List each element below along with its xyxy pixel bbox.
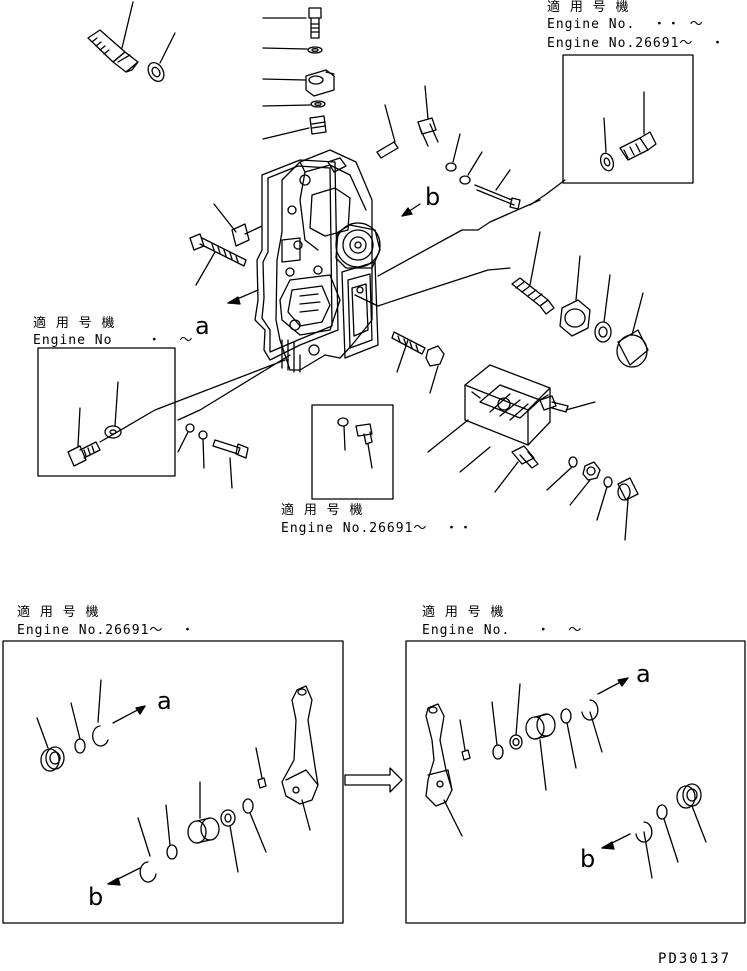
small-nut-center <box>425 345 445 394</box>
bl-arrow-b-head <box>107 877 121 886</box>
arrow-b-main <box>401 207 413 217</box>
note-top-right-title: 適 用 号 機 <box>547 0 630 15</box>
note-bottom-right-title: 適 用 号 機 <box>422 605 505 620</box>
bl-plug <box>36 717 65 772</box>
cap-right <box>616 292 649 368</box>
bl-lever <box>281 685 319 831</box>
br-bushing <box>525 713 556 791</box>
drawing-id: PD30137 <box>658 951 732 967</box>
sensor-gasket <box>147 32 176 82</box>
br-ring <box>560 708 577 769</box>
note-left-engine: Engine No ・ ～ <box>33 333 194 348</box>
washer-below-2 <box>198 430 208 469</box>
bolt-below <box>212 439 249 489</box>
nut-right <box>559 255 591 337</box>
br-ring-2 <box>656 804 679 863</box>
round-flange <box>335 222 381 269</box>
note-bottom-left-title: 適 用 号 機 <box>17 605 100 620</box>
note-top-right-engine: Engine No. ・・ ～ <box>547 17 704 32</box>
spring-plug <box>511 231 555 315</box>
view-label-b-main: b <box>425 183 441 211</box>
dowel-pin <box>376 104 399 159</box>
bl-washer <box>242 798 267 853</box>
note-center-bottom-engine: Engine No.26691～ ・・ <box>281 521 474 536</box>
leader-line-right <box>529 179 566 206</box>
bl-bushing <box>187 781 220 844</box>
inset-center-bolt <box>355 423 373 469</box>
leader-line-mid-2 <box>354 267 511 307</box>
inset-left-bolt <box>67 407 101 467</box>
bl-ring-2 <box>165 804 178 860</box>
inset-washer <box>599 117 615 172</box>
br-arrow-a-head <box>617 677 629 687</box>
br-plug-2 <box>676 783 707 843</box>
bolt-cover <box>539 395 596 413</box>
washer-2 <box>262 100 326 108</box>
view-label-b-bottom-right: b <box>580 845 596 873</box>
inset-center-washer <box>337 417 349 451</box>
leader-line-left-2 <box>177 354 291 421</box>
banjo-fitting <box>262 69 335 97</box>
union-fitting <box>494 445 539 493</box>
ring-right <box>594 274 612 343</box>
nut-lower <box>569 461 601 506</box>
stud-center <box>391 331 426 373</box>
br-lever <box>425 703 463 837</box>
view-label-a-main: a <box>195 312 210 340</box>
note-bottom-right-engine: Engine No. ・ ～ <box>422 623 583 638</box>
br-snap-ring-2 <box>635 821 653 879</box>
pump-housing <box>275 149 373 373</box>
side-plate <box>341 261 379 359</box>
long-bolt-left <box>189 233 247 286</box>
note-bottom-left-engine: Engine No.26691～ ・ <box>17 623 196 638</box>
bl-pin <box>255 747 267 789</box>
bl-arrow-a-head <box>135 705 146 715</box>
bottom-right-box <box>405 640 746 924</box>
washer-lower-1 <box>546 456 578 491</box>
top-bolt <box>262 7 322 39</box>
br-washer <box>491 701 504 760</box>
gasket-outline <box>254 159 339 361</box>
view-label-a-bottom-right: a <box>636 660 651 688</box>
inset-box-left <box>37 347 176 477</box>
inset-bolt <box>619 91 657 161</box>
transition-arrow <box>344 767 403 793</box>
view-label-a-bottom-left: a <box>157 687 172 715</box>
bl-ring <box>70 702 86 754</box>
br-arrow-b-head <box>601 841 615 850</box>
leader-line-left <box>99 359 286 443</box>
bolt-left-1 <box>213 203 263 247</box>
leader-line-mid <box>377 199 541 277</box>
bottom-left-box <box>2 640 344 924</box>
note-top-right-engine-2: Engine No.26691～ ・ <box>547 36 726 51</box>
bl-nut <box>220 809 239 873</box>
arrow-a-main <box>227 296 241 305</box>
sensor-part <box>87 1 139 73</box>
plug-lower <box>617 477 639 541</box>
br-pin <box>459 719 471 761</box>
bl-snap-ring <box>92 679 109 747</box>
fitting-2 <box>262 115 327 140</box>
top-bolt-2 <box>417 85 439 147</box>
note-center-bottom-title: 適 用 号 機 <box>281 503 364 518</box>
inset-box-center <box>311 404 394 500</box>
view-label-b-bottom-left: b <box>88 883 104 911</box>
washer-4 <box>459 151 483 185</box>
washer-below-1 <box>177 423 195 453</box>
inset-box-top-right <box>562 54 694 184</box>
washer-lower-2 <box>596 476 613 521</box>
bolt-right <box>474 169 521 210</box>
washer-3 <box>445 133 461 172</box>
br-nut <box>509 683 523 750</box>
br-snap-ring <box>581 699 603 753</box>
inset-left-washer <box>104 381 122 439</box>
washer-1 <box>262 46 323 54</box>
note-left-title: 適 用 号 機 <box>33 316 116 331</box>
bl-snap-ring-2 <box>137 817 157 883</box>
